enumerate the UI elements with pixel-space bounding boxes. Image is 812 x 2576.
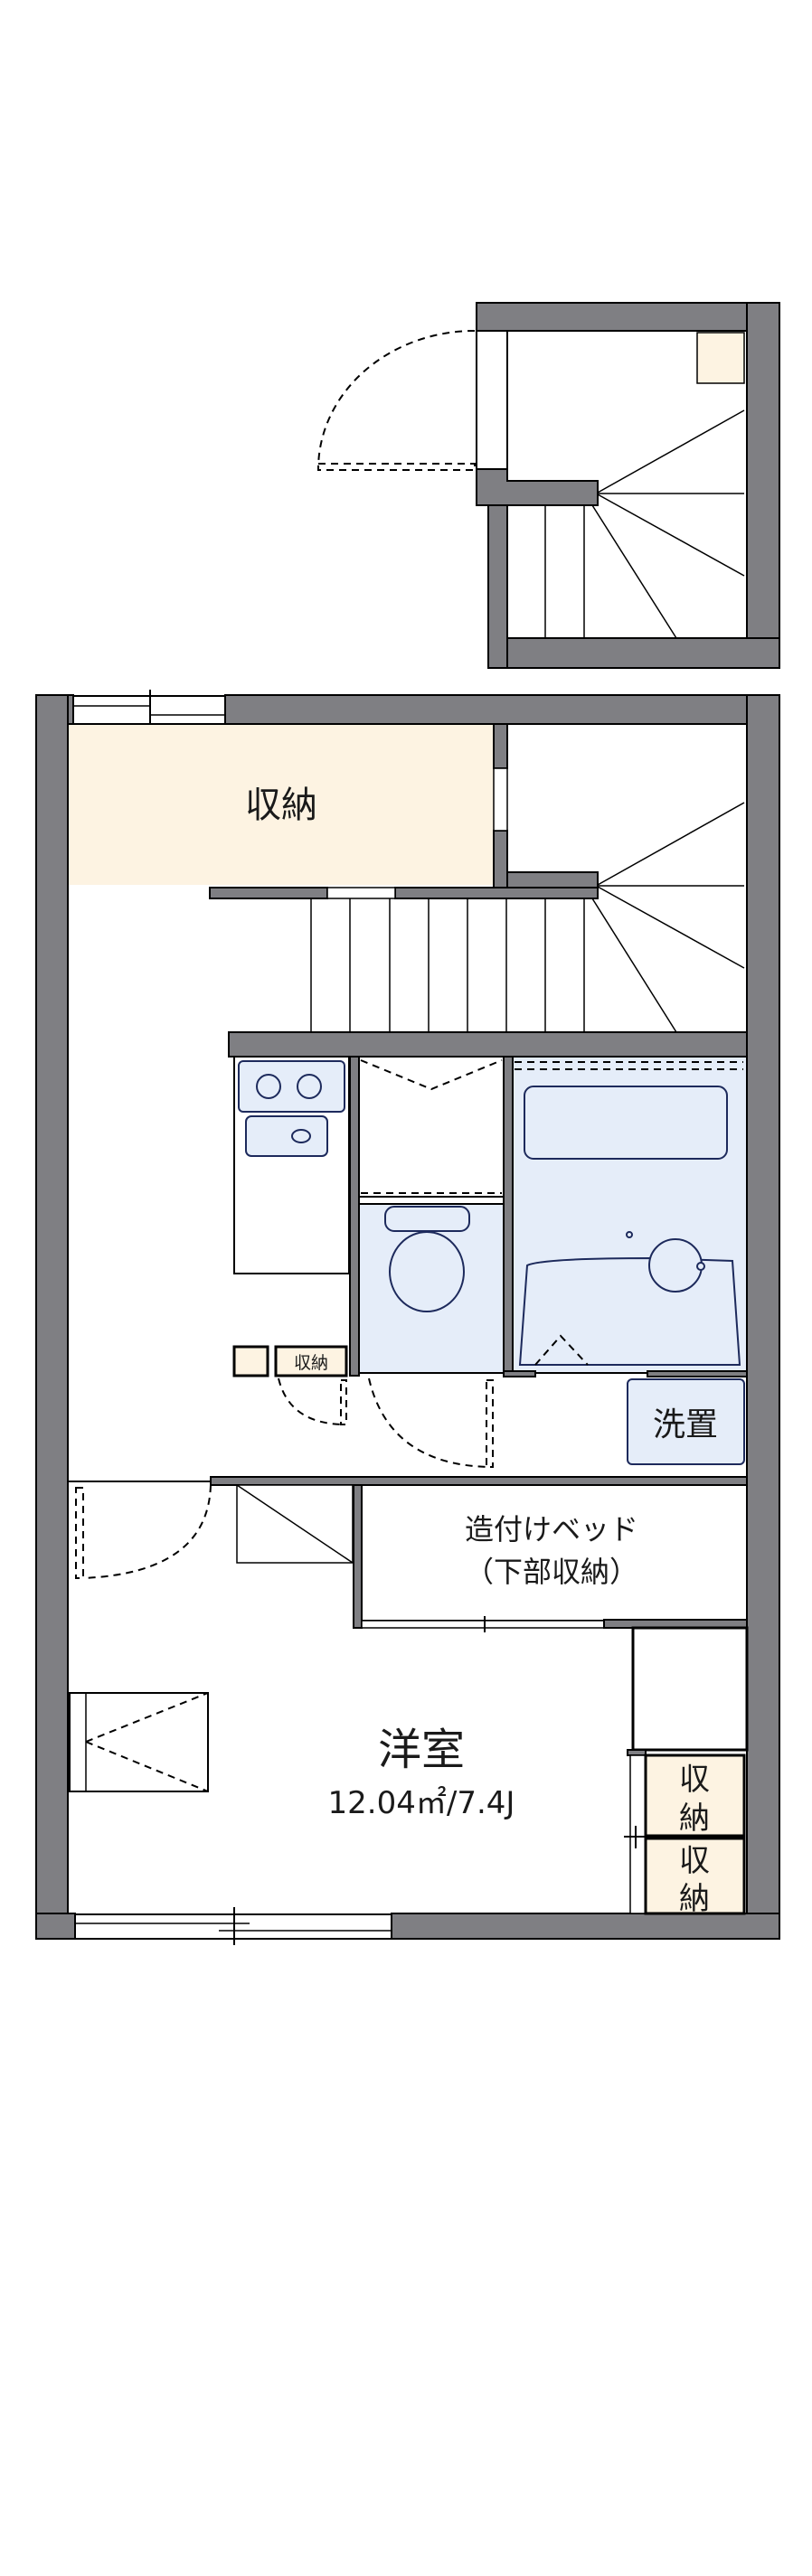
- window-top[interactable]: [72, 690, 226, 730]
- toilet-tank-icon: [384, 1206, 470, 1232]
- wall-bed-left: [353, 1484, 363, 1629]
- closet-2: [644, 1837, 746, 1915]
- kitchen-counter: [233, 1056, 350, 1274]
- storage-main: [69, 725, 494, 885]
- sink-icon: [245, 1115, 328, 1157]
- closet-upper: [631, 1626, 749, 1752]
- wall-storage-right-upper: [493, 723, 508, 769]
- wall-toilet-bath: [503, 1056, 514, 1377]
- toilet-door-swing[interactable]: [368, 1377, 489, 1468]
- wall-bath-bottom-right: [647, 1370, 748, 1377]
- upper-wall-bottom: [487, 637, 780, 669]
- entry-door-swing: [317, 330, 476, 470]
- built-in-bed: [361, 1484, 748, 1622]
- wall-bath-bottom: [503, 1370, 536, 1377]
- upper-stairs: [544, 409, 745, 639]
- storage-door-leaf: [340, 1379, 347, 1425]
- built-in-bed-label: 造付けベッド: [465, 1512, 638, 1547]
- small-storage-box: [232, 1345, 269, 1377]
- stairs: [310, 802, 745, 1033]
- upper-wall-left-lower: [487, 504, 508, 669]
- room-door-leaf: [75, 1487, 84, 1579]
- wall-partition: [210, 1476, 748, 1486]
- wall-bottom: [391, 1913, 780, 1940]
- stove-burner-icon: [297, 1074, 322, 1099]
- washer-space: [627, 1378, 745, 1465]
- upper-level: [317, 302, 780, 669]
- room-name: 洋室: [378, 1725, 465, 1775]
- main-level: 収納: [35, 690, 780, 1945]
- wall-storage-bottom-right: [394, 887, 599, 899]
- room-size: 12.04㎡/7.4J: [328, 1785, 515, 1821]
- window-bottom[interactable]: [74, 1907, 392, 1945]
- closet-1-label: 収: [679, 1762, 710, 1798]
- stove-burner-icon: [256, 1074, 281, 1099]
- wall-closet: [627, 1749, 647, 1756]
- toilet-upper-area: [358, 1056, 505, 1198]
- closet-2-label: 収: [679, 1843, 710, 1879]
- storage-door-swing[interactable]: [278, 1377, 345, 1425]
- bath-drain-icon: [648, 1238, 703, 1293]
- toilet-bowl-icon: [389, 1231, 465, 1312]
- closet-door-track[interactable]: [629, 1754, 647, 1914]
- closet-2-label-2: 納: [679, 1881, 710, 1917]
- wall-right: [746, 694, 780, 1940]
- built-in-bed-sublabel: （下部収納）: [465, 1555, 638, 1589]
- wall-stair-bottom: [228, 1031, 748, 1058]
- upper-doorway: [476, 330, 508, 470]
- wall-toilet-left: [349, 1056, 360, 1377]
- closet-1: [644, 1753, 746, 1838]
- bathtub-icon: [524, 1086, 728, 1160]
- upper-wall-top: [476, 302, 780, 332]
- wall-left: [35, 694, 69, 1940]
- toilet-door-leaf: [486, 1379, 494, 1468]
- upper-wall-ledge: [476, 468, 599, 506]
- storage-main-label: 収納: [245, 785, 317, 826]
- upper-wall-right: [746, 302, 780, 669]
- closet-1-label-2: 納: [679, 1800, 710, 1837]
- small-storage-label: 収納: [294, 1353, 328, 1373]
- wall-storage-bottom-left: [209, 887, 328, 899]
- small-storage: [274, 1345, 348, 1377]
- storage-opening: [493, 767, 508, 832]
- window-left[interactable]: [69, 1692, 209, 1792]
- shower-area: [518, 1256, 741, 1366]
- washer-label: 洗置: [653, 1406, 718, 1443]
- entry-door-leaf: [317, 463, 476, 471]
- upper-storage-square: [696, 332, 745, 384]
- room-door-swing[interactable]: [82, 1484, 212, 1579]
- wall-bottom-left: [35, 1913, 76, 1940]
- storage-door-opening[interactable]: [326, 887, 396, 899]
- wall-top: [224, 694, 780, 725]
